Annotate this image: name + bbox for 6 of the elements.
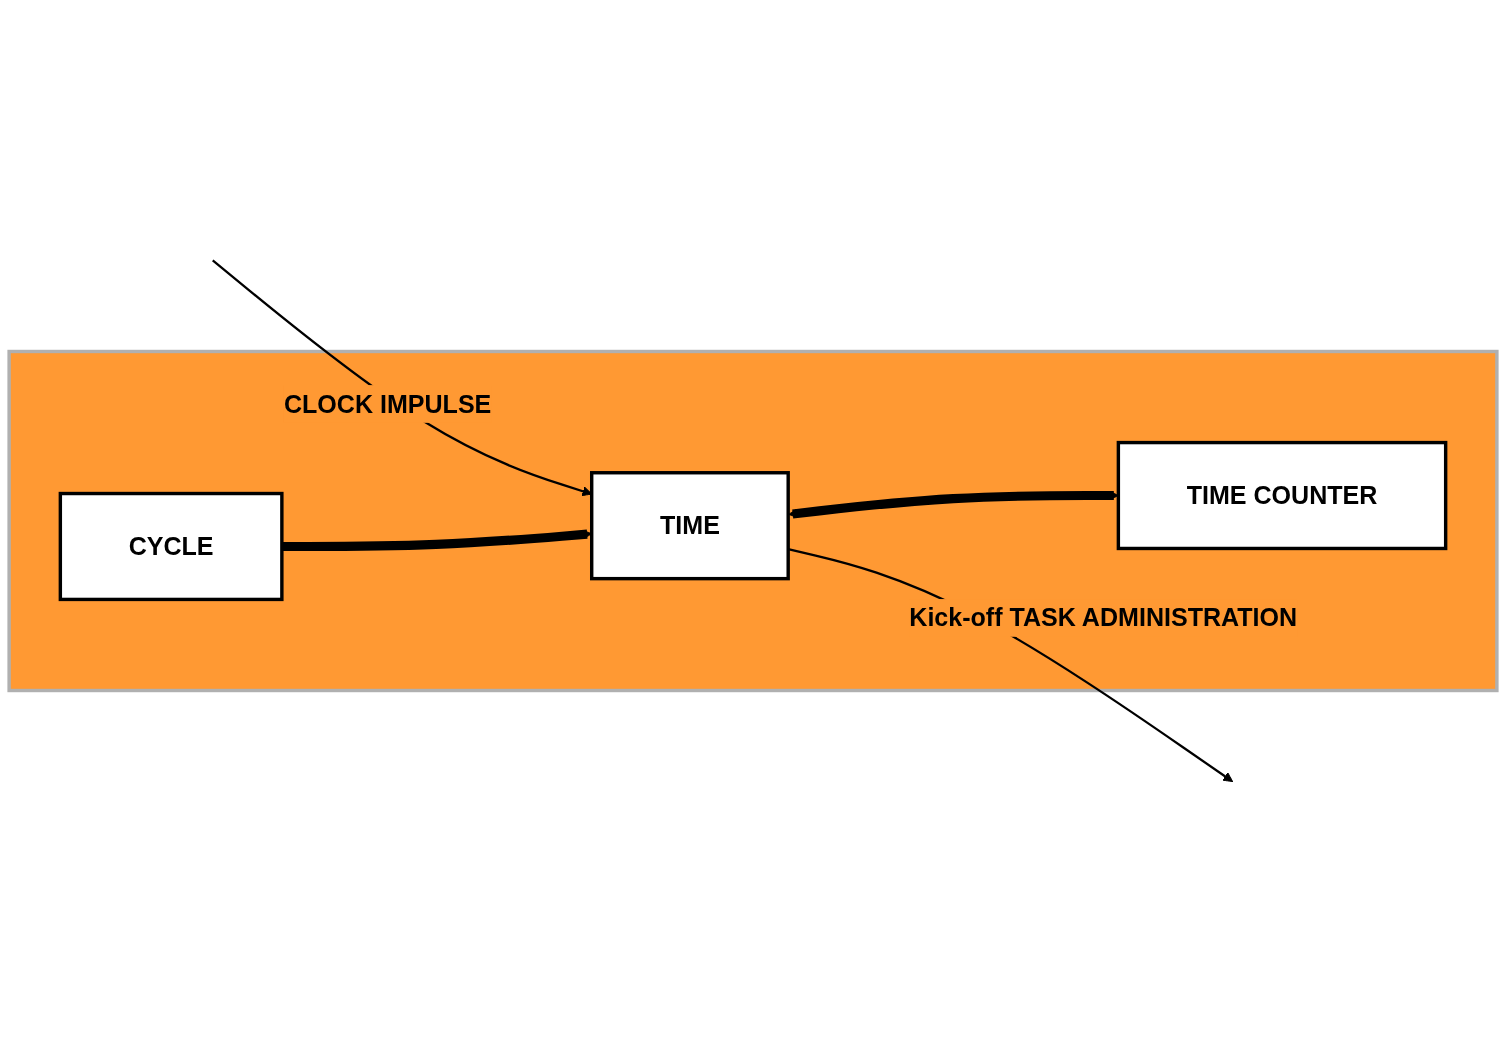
edge-label: Kick-off TASK ADMINISTRATION bbox=[909, 603, 1298, 633]
cluster bbox=[7, 349, 1499, 693]
edge-label: CLOCK IMPULSE bbox=[283, 389, 492, 419]
node-box bbox=[58, 491, 284, 602]
node-box bbox=[590, 471, 790, 581]
node-box bbox=[1116, 440, 1448, 551]
